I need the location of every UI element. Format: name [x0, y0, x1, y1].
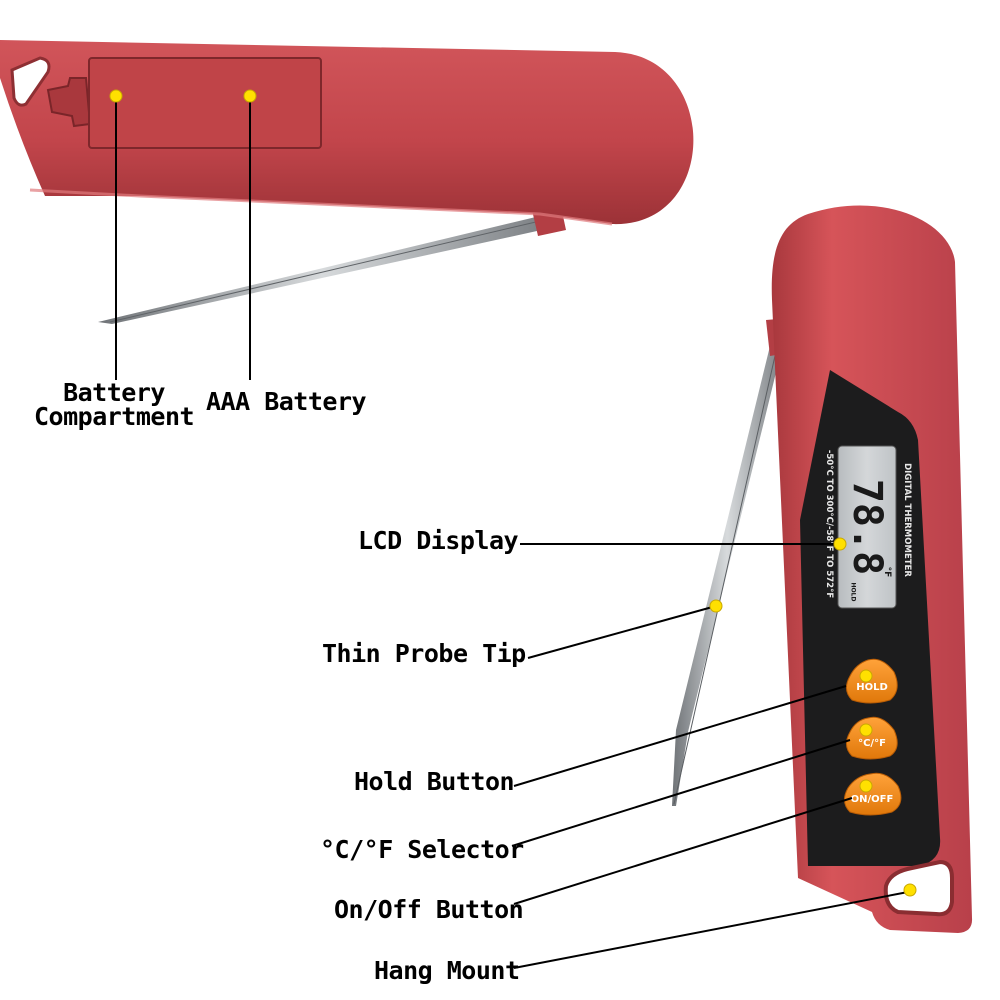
label-probe-tip: Thin Probe Tip	[322, 639, 526, 668]
unit-toggle-button[interactable]: °C/°F	[846, 716, 898, 760]
power-button[interactable]: ON/OFF	[844, 772, 902, 816]
label-aaa-battery: AAA Battery	[206, 387, 367, 416]
lcd-reading: 78.8	[844, 479, 890, 575]
front-hang-hole	[883, 859, 954, 917]
marker-lcd-display	[833, 537, 847, 551]
label-power-button: On/Off Button	[334, 895, 524, 924]
lcd-screen	[837, 445, 897, 609]
marker-battery-compartment	[109, 89, 123, 103]
label-battery-compartment-line1: Battery	[63, 378, 165, 407]
marker-unit-selector	[859, 723, 873, 737]
front-probe	[672, 346, 782, 806]
model-text: DIGITAL THERMOMETER	[902, 463, 912, 577]
leader-hold-button	[513, 685, 847, 787]
power-button-label: ON/OFF	[851, 794, 894, 805]
front-view-thermometer: 78.8 °F HOLD DIGITAL THERMOMETER -50°C T…	[672, 205, 973, 934]
hold-button-label: HOLD	[856, 682, 888, 693]
marker-aaa-battery	[243, 89, 257, 103]
battery-compartment-panel	[88, 57, 322, 149]
marker-hang-mount	[903, 883, 917, 897]
leader-probe-tip	[527, 605, 717, 659]
lcd-hold-indicator: HOLD	[850, 583, 857, 602]
marker-probe-tip	[709, 599, 723, 613]
label-lcd-display: LCD Display	[358, 526, 519, 555]
front-face	[800, 370, 941, 866]
label-hold-button: Hold Button	[354, 767, 515, 796]
label-battery-compartment-line2: Compartment	[34, 402, 195, 431]
label-hang-mount: Hang Mount	[374, 956, 520, 985]
back-view-thermometer	[0, 40, 694, 324]
label-unit-selector: °C/°F Selector	[320, 835, 524, 864]
range-text: -50°C TO 300°C/-58°F TO 572°F	[824, 450, 834, 598]
unit-toggle-button-label: °C/°F	[858, 738, 886, 749]
lcd-unit: °F	[882, 567, 892, 578]
leader-hang-mount	[513, 891, 909, 969]
back-hang-hole	[10, 56, 51, 107]
callout-lines	[115, 96, 909, 969]
marker-hold-button	[859, 669, 873, 683]
hold-button[interactable]: HOLD	[846, 658, 898, 704]
leader-unit-selector	[511, 739, 851, 847]
leader-power-button	[513, 797, 853, 905]
marker-power-button	[859, 779, 873, 793]
back-probe	[98, 216, 546, 324]
marker-dots	[109, 89, 917, 897]
label-battery-compartment: Battery Compartment	[34, 378, 195, 431]
